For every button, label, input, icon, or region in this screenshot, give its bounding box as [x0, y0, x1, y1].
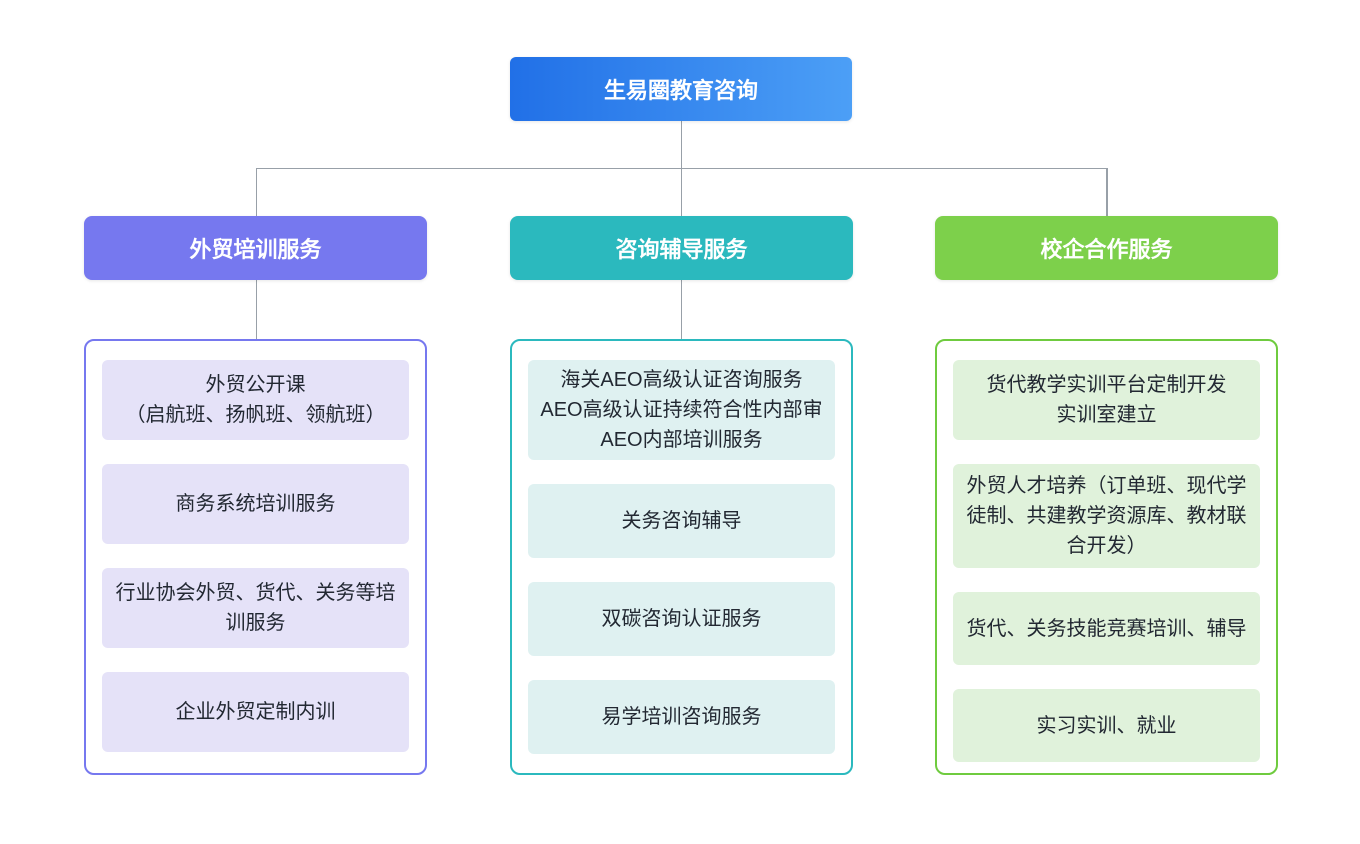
branch-2-group: 海关AEO高级认证咨询服务 AEO高级认证持续符合性内部审 AEO内部培训服务 … [510, 339, 853, 775]
branch-2-item-4: 易学培训咨询服务 [528, 680, 835, 754]
branch-3-header: 校企合作服务 [935, 216, 1278, 280]
root-node: 生易圈教育咨询 [510, 57, 852, 121]
connector-drop-branch-3 [1106, 167, 1108, 217]
branch-1-item-4: 企业外贸定制内训 [102, 672, 409, 752]
branch-2-item-1: 海关AEO高级认证咨询服务 AEO高级认证持续符合性内部审 AEO内部培训服务 [528, 360, 835, 460]
branch-3-item-1: 货代教学实训平台定制开发 实训室建立 [953, 360, 1260, 440]
branch-1-item-2-label: 商务系统培训服务 [175, 493, 336, 515]
branch-1-item-2: 商务系统培训服务 [102, 464, 409, 544]
branch-1-title: 外贸培训服务 [189, 237, 322, 262]
connector-trunk-horizontal [255, 167, 1108, 169]
branch-1-item-4-label: 企业外贸定制内训 [175, 701, 336, 723]
connector-branch-1-to-group [255, 280, 257, 339]
branch-3-item-4: 实习实训、就业 [953, 689, 1260, 762]
branch-1-item-3-label: 行业协会外贸、货代、关务等培训服务 [115, 582, 396, 634]
branch-2-item-3: 双碳咨询认证服务 [528, 582, 835, 656]
branch-1-item-1-label: 外贸公开课 （启航班、扬帆班、领航班） [125, 374, 386, 426]
branch-1-item-3: 行业协会外贸、货代、关务等培训服务 [102, 568, 409, 648]
branch-3-item-2-label: 外贸人才培养（订单班、现代学徒制、共建教学资源库、教材联合开发） [966, 475, 1247, 557]
branch-2-item-3-label: 双碳咨询认证服务 [601, 608, 762, 630]
branch-2-title: 咨询辅导服务 [615, 237, 748, 262]
branch-3-item-3: 货代、关务技能竞赛培训、辅导 [953, 592, 1260, 665]
branch-2-item-4-label: 易学培训咨询服务 [601, 706, 762, 728]
branch-2-item-2-label: 关务咨询辅导 [621, 510, 742, 532]
branch-2-header: 咨询辅导服务 [510, 216, 853, 280]
branch-1-item-1: 外贸公开课 （启航班、扬帆班、领航班） [102, 360, 409, 440]
branch-3-item-3-label: 货代、关务技能竞赛培训、辅导 [966, 617, 1247, 640]
branch-2-item-1-label: 海关AEO高级认证咨询服务 AEO高级认证持续符合性内部审 AEO内部培训服务 [540, 369, 823, 451]
branch-3-item-2: 外贸人才培养（订单班、现代学徒制、共建教学资源库、教材联合开发） [953, 464, 1260, 568]
branch-3-item-1-label: 货代教学实训平台定制开发 实训室建立 [986, 374, 1227, 426]
root-node-label: 生易圈教育咨询 [603, 78, 758, 103]
branch-1-header: 外贸培训服务 [84, 216, 427, 280]
branch-3-item-4-label: 实习实训、就业 [1036, 714, 1177, 737]
branch-3-group: 货代教学实训平台定制开发 实训室建立 外贸人才培养（订单班、现代学徒制、共建教学… [935, 339, 1278, 775]
branch-2-item-2: 关务咨询辅导 [528, 484, 835, 558]
branch-3-title: 校企合作服务 [1040, 237, 1173, 262]
connector-branch-2-to-group [680, 280, 682, 339]
branch-1-group: 外贸公开课 （启航班、扬帆班、领航班） 商务系统培训服务 行业协会外贸、货代、关… [84, 339, 427, 775]
connector-drop-branch-1 [255, 167, 257, 217]
